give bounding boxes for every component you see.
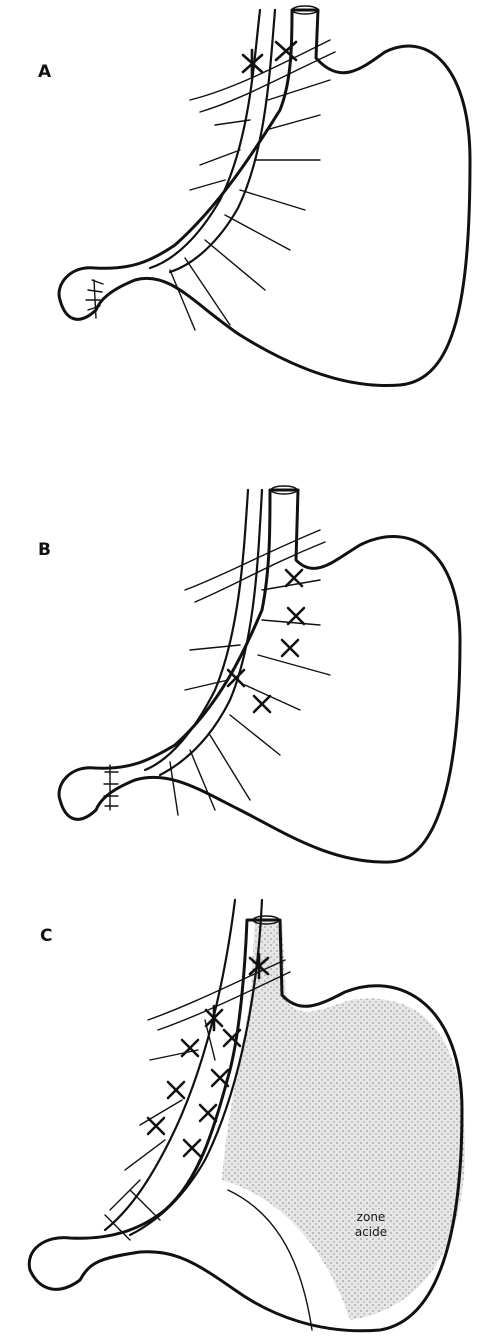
vagotomy-mark-c8: [148, 1118, 164, 1134]
zone-acide-label: zone acide: [348, 1210, 394, 1240]
stomach-diagram-a: [0, 0, 483, 420]
panel-c: C zone acide: [0, 890, 483, 1337]
panel-a: A: [0, 0, 483, 420]
vagotomy-mark-c5: [212, 1070, 228, 1086]
vagotomy-mark-c6: [168, 1082, 184, 1098]
nerve-branches-a: [170, 80, 330, 330]
vagus-nerve-anterior-a: [150, 10, 260, 268]
vagotomy-mark-a1: [243, 50, 262, 77]
vagus-nerve-posterior-b: [160, 490, 262, 775]
vagus-nerve-anterior-c: [105, 900, 235, 1230]
vagotomy-mark-c4: [182, 1040, 198, 1056]
vagotomy-mark-c7: [200, 1105, 216, 1121]
pyloric-suture-b: [104, 765, 118, 810]
vagotomy-mark-b1: [286, 570, 302, 586]
nerve-branches-b: [170, 580, 330, 815]
zone-label-line1: zone: [348, 1210, 394, 1225]
acid-zone: [222, 920, 465, 1320]
vagotomy-mark-b3: [282, 640, 298, 656]
stomach-diagram-c: [0, 890, 483, 1337]
artery-a: [190, 40, 335, 112]
stomach-diagram-b: [0, 450, 483, 880]
vagotomy-mark-b5: [254, 696, 270, 712]
vagus-nerve-anterior-b: [145, 490, 248, 770]
vagotomy-mark-a2: [276, 42, 296, 60]
vagotomy-mark-b2: [288, 608, 304, 624]
panel-b: B: [0, 450, 483, 880]
vagotomy-mark-c9: [184, 1140, 200, 1156]
zone-label-line2: acide: [348, 1225, 394, 1240]
